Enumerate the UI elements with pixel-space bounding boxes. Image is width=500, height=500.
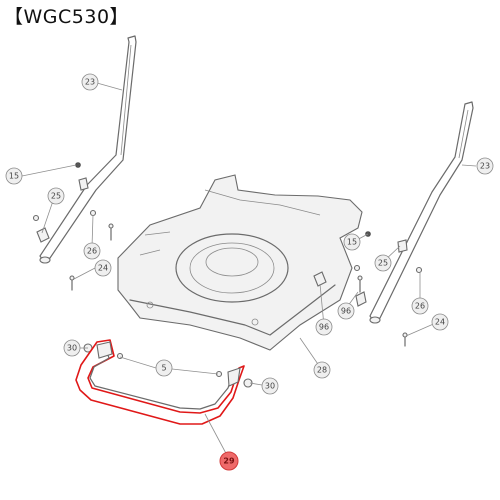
- callout-24-right: 24: [431, 313, 449, 331]
- right-handle-bar: [369, 101, 474, 324]
- callout-5: 5: [155, 359, 173, 377]
- callout-label: 96: [341, 307, 351, 316]
- callout-15-right: 15: [343, 233, 361, 251]
- fasteners: [32, 162, 423, 347]
- callout-label: 25: [378, 259, 388, 268]
- callout-15-left: 15: [5, 167, 23, 185]
- callout-23-right: 23: [476, 157, 494, 175]
- mower-deck: [117, 174, 363, 351]
- callout-label: 24: [98, 264, 108, 273]
- callout-30-right: 30: [261, 377, 279, 395]
- left-handle-bar: [39, 35, 137, 264]
- callout-label: 24: [435, 318, 445, 327]
- callout-label: 26: [87, 247, 97, 256]
- callout-23-left: 23: [81, 73, 99, 91]
- front-bumper-bar-highlighted: [75, 339, 245, 425]
- callout-label: 15: [9, 172, 19, 181]
- callout-label: 96: [319, 323, 329, 332]
- callout-29-highlighted: 29: [219, 451, 239, 471]
- callout-24-left: 24: [94, 259, 112, 277]
- callout-label: 23: [480, 162, 490, 171]
- model-title: 【WGC530】: [4, 6, 130, 28]
- callout-25-left: 25: [47, 187, 65, 205]
- callout-96-upper: 96: [337, 302, 355, 320]
- callout-label: 29: [223, 457, 235, 466]
- left-bracket: [36, 177, 89, 243]
- right-bracket: [355, 239, 408, 307]
- callout-25-right: 25: [374, 254, 392, 272]
- callout-label: 23: [85, 78, 95, 87]
- callout-30-left: 30: [63, 339, 81, 357]
- callout-label: 26: [415, 302, 425, 311]
- callout-label: 30: [265, 382, 275, 391]
- callout-label: 15: [347, 238, 357, 247]
- leader-lines: [21, 82, 477, 460]
- callout-28: 28: [313, 361, 331, 379]
- callout-96-lower: 96: [315, 318, 333, 336]
- callout-label: 25: [51, 192, 61, 201]
- callout-label: 28: [317, 366, 327, 375]
- callout-26-left: 26: [83, 242, 101, 260]
- callout-26-right: 26: [411, 297, 429, 315]
- callout-label: 30: [67, 344, 77, 353]
- callout-label: 5: [161, 364, 166, 373]
